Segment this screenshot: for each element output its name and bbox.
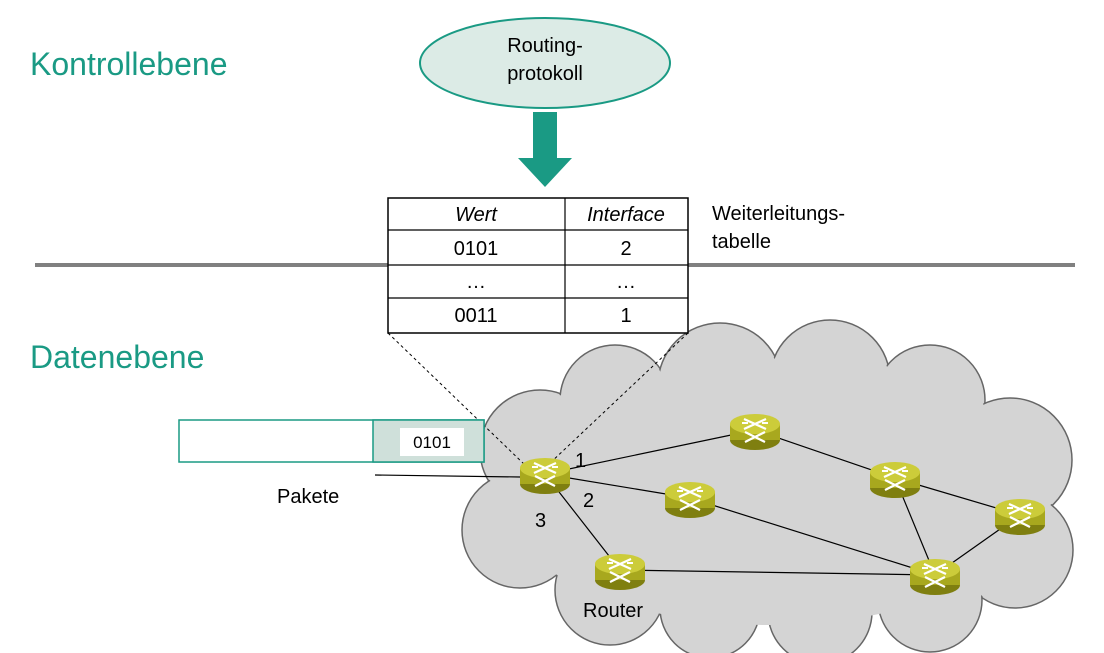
routing-protocol-label-line2: protokoll <box>507 63 583 85</box>
packets-label: Pakete <box>277 486 339 508</box>
router-icon <box>908 557 962 597</box>
router-icon <box>728 412 782 452</box>
packet-value-box <box>400 428 464 456</box>
zoom-line-left <box>387 332 526 466</box>
router-icon <box>993 497 1047 537</box>
table-cell: 0101 <box>454 238 499 260</box>
table-cell: 0011 <box>454 305 497 327</box>
forwarding-table-label-line1: Weiterleitungs- <box>712 203 845 225</box>
router-icon-main <box>518 456 572 496</box>
control-plane-label: Kontrollebene <box>30 46 227 82</box>
routing-protocol-label-line1: Routing- <box>507 35 583 57</box>
router-icon <box>663 480 717 520</box>
table-cell: 1 <box>620 305 631 327</box>
forwarding-table: Wert Interface 0101 2 … … 0011 1 <box>387 197 689 334</box>
data-plane-label: Datenebene <box>30 339 204 375</box>
router-icon <box>593 552 647 592</box>
routing-protocol-ellipse <box>419 17 671 109</box>
table-header-value: Wert <box>455 204 498 226</box>
interface-label-1: 1 <box>575 450 586 472</box>
table-cell: … <box>616 271 636 293</box>
zoom-line-right <box>547 332 689 466</box>
forwarding-table-label-line2: tabelle <box>712 231 771 253</box>
table-cell: 2 <box>620 238 631 260</box>
packet-value: 0101 <box>413 433 451 452</box>
interface-label-2: 2 <box>583 490 594 512</box>
down-arrow-icon <box>518 112 572 187</box>
table-cell: … <box>466 271 486 293</box>
table-header-interface: Interface <box>587 204 665 226</box>
router-label: Router <box>583 600 643 622</box>
interface-label-3: 3 <box>535 510 546 532</box>
router-icon <box>868 460 922 500</box>
